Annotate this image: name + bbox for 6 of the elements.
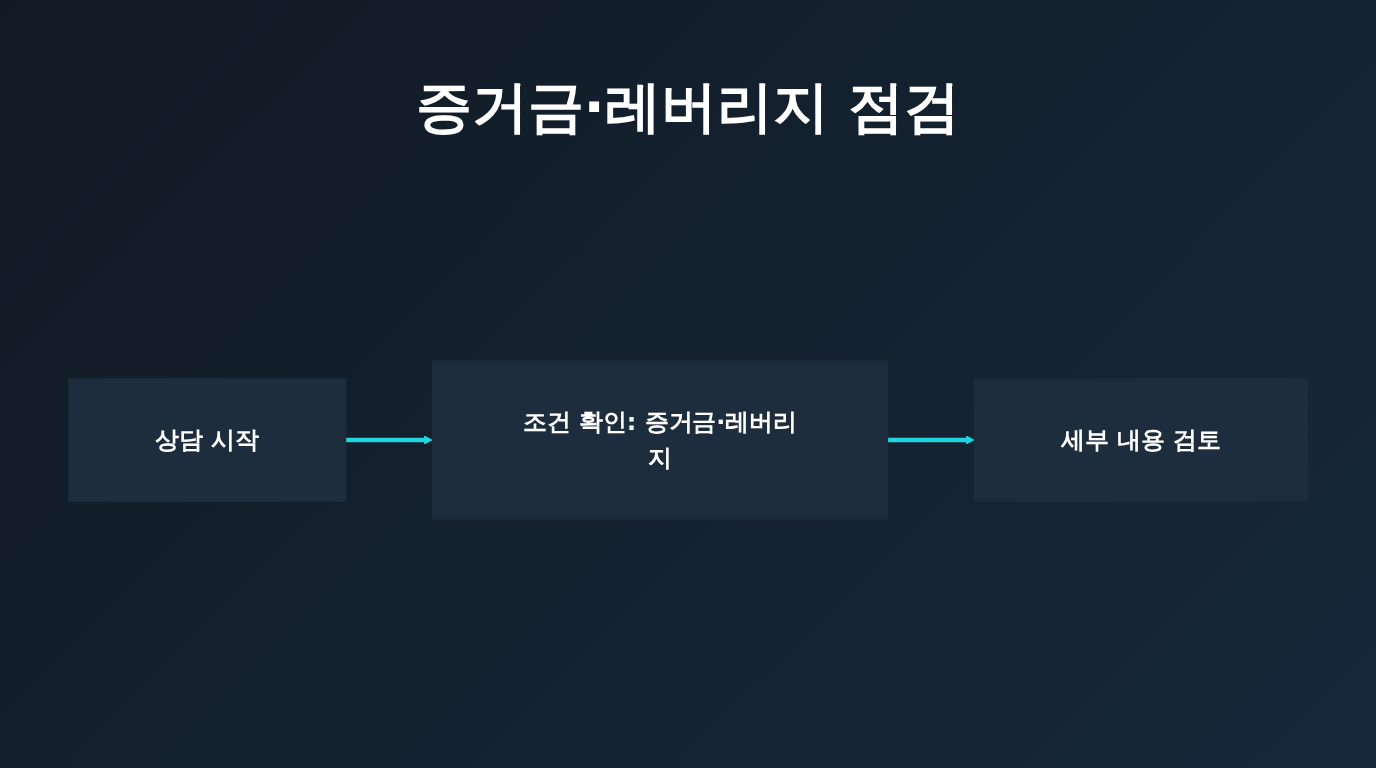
arrow [887, 435, 975, 445]
diagram-title: 증거금·레버리지 점검 [415, 74, 961, 139]
node-box: 조건 확인: 증거금·레버리지 [431, 360, 889, 520]
node-box: 세부 내용 검토 [973, 378, 1308, 502]
arrow [345, 435, 433, 445]
node-box: 상담 시작 [68, 378, 347, 502]
